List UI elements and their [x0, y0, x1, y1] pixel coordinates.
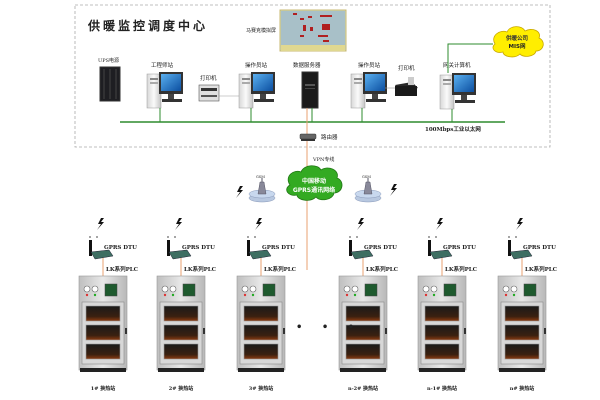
- heat-station: GPRS DTU LK系列PLC 2# 换热站: [156, 218, 217, 392]
- dtu-label: GPRS DTU: [182, 245, 215, 251]
- plc-cabinet: [497, 275, 547, 373]
- station-name: n-2# 换热站: [348, 385, 378, 392]
- plc-label: LK系列PLC: [366, 265, 399, 273]
- plc-label: LK系列PLC: [445, 265, 478, 273]
- cell-tower-left: [248, 177, 276, 203]
- heat-station: GPRS DTU LK系列PLC n-1# 换热站: [417, 218, 478, 392]
- plc-label: LK系列PLC: [525, 265, 558, 273]
- heat-station: GPRS DTU LK系列PLC n# 换热站: [497, 218, 558, 392]
- mis-cloud-line2: MIS网: [509, 42, 526, 50]
- tower-left-label: GSM: [256, 175, 265, 179]
- plc-label: LK系列PLC: [106, 265, 139, 273]
- dtu-label: GPRS DTU: [364, 245, 397, 251]
- dtu-label: GPRS DTU: [104, 245, 137, 251]
- signal-bolt-icon: [357, 218, 364, 230]
- center-title: 供暖监控调度中心: [87, 18, 208, 33]
- station-name: 3# 换热站: [249, 385, 273, 392]
- operator-station1-label: 操作员站: [245, 61, 268, 69]
- heat-station: GPRS DTU LK系列PLC 1# 换热站: [78, 218, 139, 392]
- station-name: 2# 换热站: [169, 385, 193, 392]
- mimic-panel: [279, 9, 347, 52]
- gateway-computer: [439, 72, 477, 110]
- mis-cloud: [492, 26, 544, 58]
- signal-bolt-icon: [255, 218, 262, 230]
- printer1-label: 打印机: [200, 74, 217, 82]
- plc-label: LK系列PLC: [184, 265, 217, 273]
- plc-label: LK系列PLC: [264, 265, 297, 273]
- router-label: 路由器: [321, 133, 338, 141]
- station-name: 1# 换热站: [91, 385, 115, 392]
- signal-bolt-icon: [175, 218, 182, 230]
- station-name: n# 换热站: [510, 385, 535, 392]
- signal-bolt-icon: [436, 218, 443, 230]
- gateway-label: 网关计算机: [443, 61, 471, 69]
- signal-bolt-icon: [516, 218, 523, 230]
- gprs-cloud-line1: 中国移动: [302, 177, 326, 185]
- plc-cabinet: [236, 275, 286, 373]
- dtu-label: GPRS DTU: [443, 245, 476, 251]
- ethernet-drops: [159, 108, 453, 122]
- data-server: [301, 71, 319, 109]
- printer2: [395, 77, 418, 96]
- operator-station2-pc: [350, 71, 388, 109]
- plc-cabinet: [417, 275, 467, 373]
- signal-bolt-icon: [390, 184, 397, 196]
- gateway-mis-link: [447, 43, 493, 73]
- engineer-station-pc: [146, 71, 184, 109]
- operator-station2-label: 操作员站: [358, 61, 381, 69]
- operator-station1-pc: [238, 71, 276, 109]
- printer2-label: 打印机: [398, 64, 415, 72]
- station-name: n-1# 换热站: [427, 385, 457, 392]
- engineer-station-label: 工程师站: [151, 61, 174, 69]
- cell-tower-right: [354, 177, 382, 203]
- signal-bolt-icon: [236, 186, 243, 198]
- vpn-label: VPN专线: [312, 156, 334, 163]
- plc-cabinet: [156, 275, 206, 373]
- dtu-label: GPRS DTU: [523, 245, 556, 251]
- mimic-panel-label: 马赛克模拟屏: [246, 27, 276, 34]
- gprs-cloud: [286, 165, 343, 201]
- ethernet-label: 100Mbps工业以太网: [425, 125, 481, 133]
- printer1: [198, 84, 220, 102]
- gprs-cloud-line2: GPRS通讯网络: [293, 186, 335, 194]
- dtu-label: GPRS DTU: [262, 245, 295, 251]
- control-center-boundary: [74, 4, 551, 148]
- router: [299, 133, 317, 141]
- mis-cloud-line1: 供暖公司: [505, 34, 528, 42]
- tower-right-label: GSM: [362, 175, 371, 179]
- plc-cabinet: [78, 275, 128, 373]
- heat-station: GPRS DTU LK系列PLC n-2# 换热站: [338, 218, 399, 392]
- heat-station: GPRS DTU LK系列PLC 3# 换热站: [236, 218, 297, 392]
- signal-bolt-icon: [97, 218, 104, 230]
- ups-power-unit: [99, 66, 121, 102]
- stations-ellipsis: • • •: [296, 322, 362, 333]
- server-label: 数据服务器: [293, 61, 321, 69]
- ups-label: UPS电源: [98, 57, 119, 64]
